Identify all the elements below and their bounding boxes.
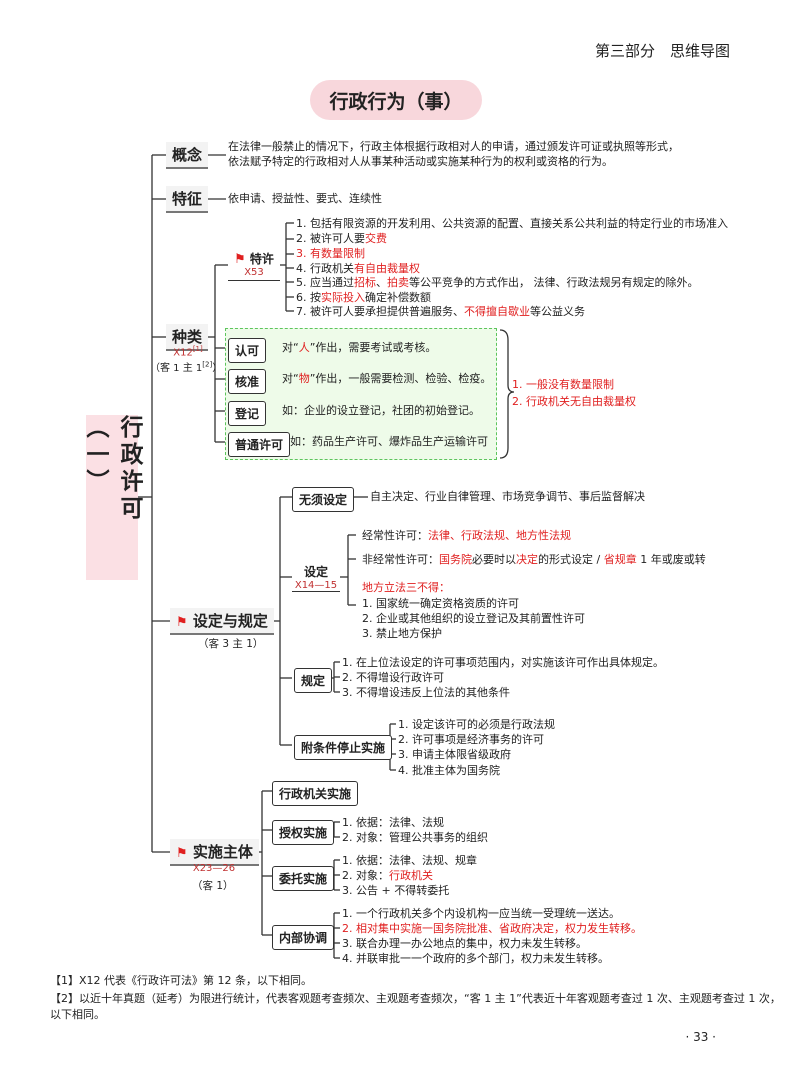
specify-item-2: 2. 不得增设行政许可 [342,671,444,684]
sunset-item-1: 1. 设定该许可的必须是行政法规 [398,718,555,731]
page-header: 第三部分 思维导图 [594,42,730,60]
concept-node: 概念 [166,142,209,169]
entrusted-item-3: 3. 公告 + 不得转委托 [342,884,450,897]
concept-text-line1: 在法律一般禁止的情况下，行政主体根据行政相对人的申请，通过颁发许可证或执照等形式… [228,140,679,153]
types-node: 种类 [166,324,209,351]
define-regular: 经常性许可：法律、行政法规、地方性法规 [362,529,571,542]
local-item-3: 3. 禁止地方保护 [362,627,442,640]
define-node: 设定 X14—15 [292,563,340,592]
sunset-item-4: 4. 批准主体为国务院 [398,764,500,777]
coord-node: 内部协调 [272,925,335,950]
sunset-item-3: 3. 申请主体限省级政府 [398,748,511,761]
special-ref: X53 [244,267,264,278]
footnote-3: 以下相同。 [50,1008,105,1021]
register-node: 登记 [228,401,267,426]
page-number: · 33 · [685,1030,716,1044]
authorized-item-2: 2. 对象：管理公共事务的组织 [342,831,488,844]
special-item-3: 3. 有数量限制 [296,247,365,260]
concept-text-line2: 依法赋予特定的行政相对人从事某种活动或实施某种行为的权利或资格的行为。 [228,155,613,168]
agency-node: 行政机关实施 [272,781,359,806]
sunset-node: 附条件停止实施 [294,735,393,760]
flag-icon: ⚑ [176,846,188,861]
entrusted-node: 委托实施 [272,866,335,891]
flag-icon: ⚑ [176,615,188,630]
flag-icon: ⚑ [234,252,246,267]
setup-exam: （客 3 主 1） [198,638,264,650]
define-irregular: 非经常性许可：国务院必要时以决定的形式设定 / 省规章 1 年或废或转 [362,553,706,566]
subject-exam: （客 1） [192,880,234,892]
approve-text: 对“物”作出，一般需要检测、检验、检疫。 [282,372,492,385]
sunset-item-2: 2. 许可事项是经济事务的许可 [398,733,544,746]
special-item-1: 1. 包括有限资源的开发利用、公共资源的配置、直接关系公共利益的特定行业的市场准… [296,217,728,230]
types-exam: （客 1 主 1[2]） [150,360,223,374]
feature-node: 特征 [166,186,209,213]
subject-ref: X23—26 [192,863,236,874]
local-title: 地方立法三不得： [362,581,450,594]
entrusted-item-1: 1. 依据：法律、法规、规章 [342,854,477,867]
local-item-2: 2. 企业或其他组织的设立登记及其前置性许可 [362,612,585,625]
coord-item-3: 3. 联合办理一办公地点的集中，权力未发生转移。 [342,937,587,950]
footnote-1: 【1】X12 代表《行政许可法》第 12 条，以下相同。 [50,974,313,987]
no-need-text: 自主决定、行业自律管理、市场竞争调节、事后监督解决 [370,490,645,503]
coord-item-2: 2. 相对集中实施一国务院批准、省政府决定，权力发生转移。 [342,922,642,935]
recognize-node: 认可 [228,338,267,363]
special-item-6: 6. 按实际投入确定补偿数额 [296,291,431,304]
general-note-2: 2. 行政机关无自由裁量权 [512,395,636,408]
special-item-4: 4. 行政机关有自由裁量权 [296,262,420,275]
setup-node: ⚑ 设定与规定 [170,608,274,635]
special-item-2: 2. 被许可人要交费 [296,232,387,245]
recognize-text: 对“人”作出，需要考试或考核。 [282,341,437,354]
root-node: 行政许可（一） [82,415,142,580]
feature-text: 依申请、授益性、要式、连续性 [228,192,382,205]
special-item-7: 7. 被许可人要承担提供普遍服务、不得擅自歇业等公益义务 [296,305,585,318]
approve-node: 核准 [228,369,267,394]
local-item-1: 1. 国家统一确定资格资质的许可 [362,597,519,610]
specify-node: 规定 [294,668,333,693]
no-need-node: 无须设定 [292,487,355,512]
authorized-node: 授权实施 [272,820,335,845]
coord-item-4: 4. 并联审批一一个政府的多个部门，权力未发生转移。 [342,952,609,965]
general-text: 如：药品生产许可、爆炸品生产运输许可 [290,435,488,448]
general-note-1: 1. 一般没有数量限制 [512,378,614,391]
general-node: 普通许可 [228,432,291,457]
specify-item-1: 1. 在上位法设定的许可事项范围内，对实施该许可作出具体规定。 [342,656,664,669]
special-node: ⚑ 特许 X53 [228,250,280,281]
define-ref: X14—15 [294,580,338,591]
page-title: 行政行为（事） [310,80,482,120]
special-item-5: 5. 应当通过招标、拍卖等公平竞争的方式作出， 法律、行政法规另有规定的除外。 [296,276,699,289]
entrusted-item-2: 2. 对象：行政机关 [342,869,433,882]
authorized-item-1: 1. 依据：法律、法规 [342,816,444,829]
coord-item-1: 1. 一个行政机关多个内设机构一应当统一受理统一送达。 [342,907,620,920]
footnote-2: 【2】以近十年真题（延考）为限进行统计，代表客观题考查频次、主观题考查频次，“客… [50,992,781,1005]
register-text: 如：企业的设立登记，社团的初始登记。 [282,404,480,417]
specify-item-3: 3. 不得增设违反上位法的其他条件 [342,686,510,699]
types-ref: X12[1] [173,345,203,359]
subject-node: ⚑ 实施主体 [170,839,259,866]
